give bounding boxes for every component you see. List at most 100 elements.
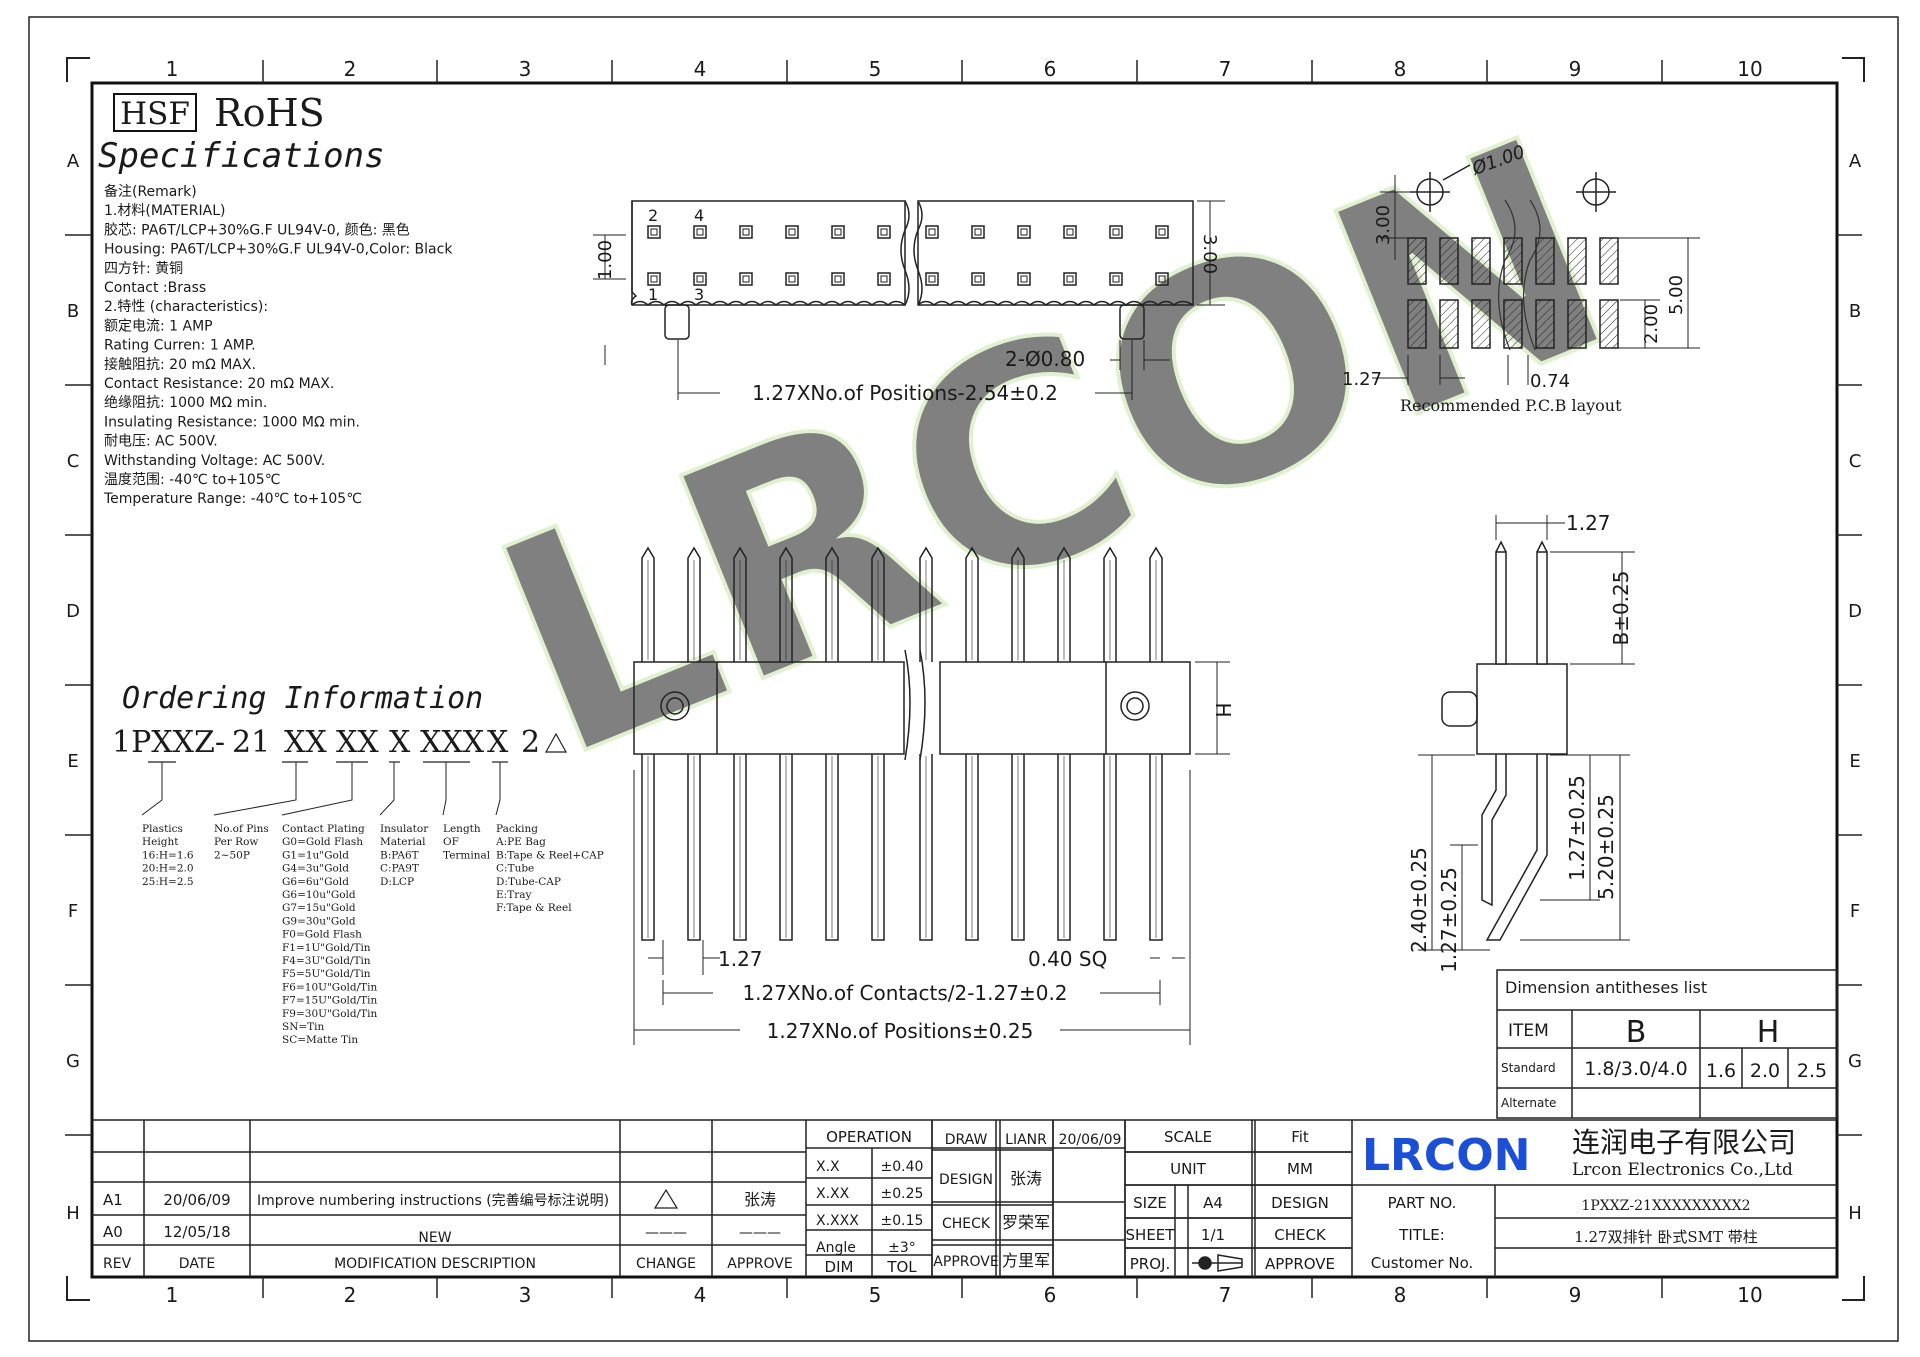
ordering-legend-3-line-17: SC=Matte Tin bbox=[282, 1034, 358, 1046]
dimension-table-item-label: ITEM bbox=[1508, 1021, 1549, 1041]
top-pin-outer bbox=[831, 272, 845, 286]
spec-line-15: Withstanding Voltage: AC 500V. bbox=[104, 453, 325, 469]
rev-a0-code: A0 bbox=[103, 1223, 123, 1241]
top-dim-1-00: 1.00 bbox=[595, 240, 616, 280]
pcb-pad bbox=[1407, 237, 1427, 285]
pcb-caption: Recommended P.C.B layout bbox=[1400, 396, 1622, 415]
pcb-dimension-lines bbox=[1372, 175, 1700, 385]
front-pin-lower bbox=[825, 754, 839, 941]
draw-label: DRAW bbox=[945, 1132, 988, 1148]
design-label: DESIGN bbox=[939, 1172, 993, 1188]
top-pin-inner bbox=[742, 228, 750, 236]
rev-a0-change: ——— bbox=[645, 1225, 687, 1241]
unit-value: MM bbox=[1287, 1160, 1313, 1178]
top-pin-inner bbox=[788, 275, 796, 283]
grid-col-top-4: 4 bbox=[694, 57, 707, 81]
front-pin-upper bbox=[1011, 546, 1025, 662]
ordering-legend-1-line-2: Height bbox=[142, 836, 179, 848]
rohs-mark: RoHS bbox=[214, 91, 325, 135]
grid-col-top-2: 2 bbox=[344, 57, 357, 81]
top-pin-outer bbox=[785, 225, 799, 239]
rev-a1-desc: Improve numbering instructions (完善编号标注说明… bbox=[257, 1193, 609, 1209]
top-pin-inner bbox=[696, 228, 704, 236]
top-pin-inner bbox=[1066, 228, 1074, 236]
dimension-table-col-b: B bbox=[1626, 1015, 1647, 1050]
ordering-legend-4-line-2: Material bbox=[380, 836, 426, 848]
ordering-legend: PlasticsHeight16:H=1.620:H=2.025:H=2.5No… bbox=[141, 762, 604, 1046]
top-pin-inner bbox=[974, 228, 982, 236]
pcb-pad bbox=[1503, 299, 1523, 349]
front-pin-lower bbox=[733, 754, 747, 941]
top-view-dimension-lines bbox=[593, 200, 1225, 400]
front-pin-upper bbox=[1149, 546, 1163, 662]
front-pin-lower bbox=[965, 754, 979, 941]
part-no-label: PART NO. bbox=[1388, 1194, 1457, 1212]
top-pin-outer bbox=[739, 225, 753, 239]
top-view bbox=[630, 200, 1194, 340]
ordering-legend-6-line-1: Packing bbox=[496, 823, 538, 835]
pcb-pad bbox=[1535, 299, 1555, 349]
ordering-legend-3-line-7: G7=15u"Gold bbox=[282, 902, 356, 914]
draw-name: LIANR bbox=[1005, 1132, 1047, 1148]
spec-line-14: 耐电压: AC 500V. bbox=[104, 434, 218, 450]
front-pin-lower bbox=[1057, 754, 1071, 941]
size-value: A4 bbox=[1203, 1194, 1223, 1212]
grid-row-right-a: A bbox=[1849, 151, 1862, 172]
front-pin-upper bbox=[641, 546, 655, 662]
ordering-legend-4-line-4: C:PA9T bbox=[380, 863, 419, 875]
pcb-pad bbox=[1599, 299, 1619, 349]
tol-dim-3: X.XXX bbox=[816, 1213, 859, 1229]
grid-col-top-5: 5 bbox=[869, 57, 882, 81]
tol-value-4: ±3° bbox=[888, 1240, 916, 1256]
front-pin-upper bbox=[1057, 546, 1071, 662]
check2-label: CHECK bbox=[1274, 1226, 1327, 1244]
unit-label: UNIT bbox=[1170, 1160, 1207, 1178]
spec-line-10: 接触阻抗: 20 mΩ MAX. bbox=[104, 356, 256, 373]
check-label: CHECK bbox=[942, 1216, 991, 1232]
spec-line-9: Rating Curren: 1 AMP. bbox=[104, 338, 256, 354]
company-logo: LRCON bbox=[1362, 1130, 1530, 1181]
top-pin-outer bbox=[693, 272, 707, 286]
grid-row-left-d: D bbox=[66, 601, 80, 622]
pin-label-1: 1 bbox=[648, 285, 658, 304]
front-pin-lower bbox=[779, 754, 793, 941]
top-pin-inner bbox=[974, 275, 982, 283]
dimension-table-col-h: H bbox=[1757, 1015, 1780, 1050]
approve-label: APPROVE bbox=[933, 1254, 998, 1270]
top-pin-outer bbox=[877, 272, 891, 286]
ordering-legend-5-line-3: Terminal bbox=[443, 849, 491, 861]
grid-col-top-1: 1 bbox=[166, 57, 179, 81]
projection-symbol-icon bbox=[1192, 1254, 1243, 1272]
tol-dim-2: X.XX bbox=[816, 1186, 850, 1202]
top-dim-3-00: 3.00 bbox=[1199, 234, 1220, 274]
ordering-legend-2-line-1: No.of Pins bbox=[214, 823, 269, 835]
customer-no-label: Customer No. bbox=[1371, 1254, 1474, 1272]
side-dim-2-40: 2.40±0.25 bbox=[1407, 847, 1431, 953]
dimension-table-standard-h-2: 2.0 bbox=[1750, 1060, 1780, 1082]
ordering-legend-6-line-3: B:Tape & Reel+CAP bbox=[496, 849, 604, 861]
top-pin-outer bbox=[971, 272, 985, 286]
grid-col-bottom-2: 2 bbox=[344, 1283, 357, 1307]
front-pin-lower bbox=[871, 754, 885, 941]
side-dim-1-27: 1.27±0.25 bbox=[1565, 775, 1589, 881]
tol-col-dim: DIM bbox=[825, 1258, 854, 1276]
spec-line-5: 四方针: 黄铜 bbox=[104, 260, 183, 277]
dimension-table-alternate-label: Alternate bbox=[1501, 1096, 1556, 1110]
corner-marks bbox=[66, 57, 1865, 1301]
specifications-title: Specifications bbox=[98, 136, 385, 176]
tol-value-2: ±0.25 bbox=[881, 1186, 924, 1202]
top-pin-inner bbox=[650, 275, 658, 283]
ordering-legend-3-line-10: F1=1U"Gold/Tin bbox=[282, 942, 371, 954]
tol-dim-1: X.X bbox=[816, 1159, 840, 1175]
top-dim-post-dia: 2-Ø0.80 bbox=[1005, 347, 1085, 371]
front-pin-lower bbox=[1149, 754, 1163, 941]
hsf-mark: HSF bbox=[120, 96, 190, 132]
side-dim-5-20: 5.20±0.25 bbox=[1594, 794, 1618, 900]
top-pin-outer bbox=[925, 272, 939, 286]
grid-col-bottom-6: 6 bbox=[1044, 1283, 1057, 1307]
scale-grid bbox=[1125, 1120, 1352, 1277]
grid-col-bottom-8: 8 bbox=[1394, 1283, 1407, 1307]
